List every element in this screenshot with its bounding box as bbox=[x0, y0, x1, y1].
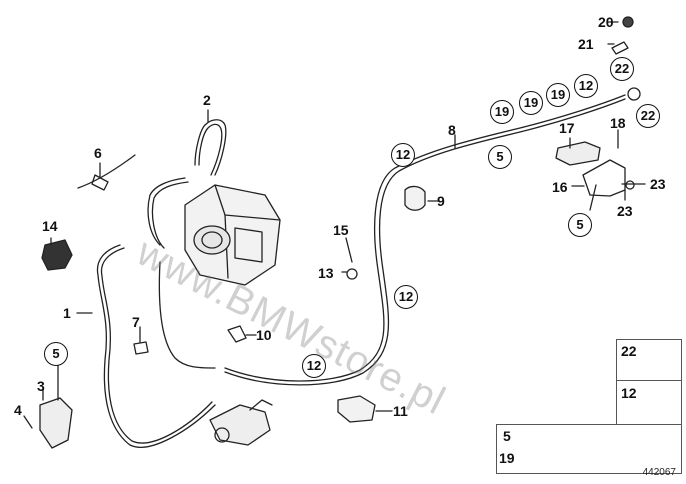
brake-line-1 bbox=[96, 244, 216, 448]
callout-23b: 23 bbox=[617, 203, 633, 219]
callout-12-circled-d: 12 bbox=[574, 74, 598, 98]
legend-tie-label-5: 5 bbox=[503, 428, 511, 444]
callout-11: 11 bbox=[393, 403, 408, 419]
callout-1: 1 bbox=[63, 305, 71, 321]
holder-14 bbox=[41, 239, 73, 271]
brake-line-2 bbox=[194, 119, 227, 176]
clip-9 bbox=[404, 185, 426, 211]
callout-23a: 23 bbox=[650, 176, 666, 192]
master-cylinder bbox=[209, 404, 271, 446]
callout-15: 15 bbox=[333, 222, 349, 238]
callout-12-circled-b: 12 bbox=[394, 285, 418, 309]
legend-box-ring bbox=[616, 339, 682, 381]
callout-10: 10 bbox=[256, 327, 272, 343]
callout-4: 4 bbox=[14, 402, 22, 418]
diagram-number: 442067 bbox=[642, 467, 676, 478]
callout-5-circled-b: 5 bbox=[488, 145, 512, 169]
callout-5-circled-a: 5 bbox=[44, 342, 68, 366]
legend-box-tie bbox=[496, 424, 682, 474]
brake-line-8 bbox=[224, 94, 626, 382]
callout-18: 18 bbox=[610, 115, 626, 131]
callout-12-circled-c: 12 bbox=[302, 354, 326, 378]
callout-2: 2 bbox=[203, 92, 211, 108]
callout-13: 13 bbox=[318, 265, 334, 281]
callout-22-circled-a: 22 bbox=[610, 57, 634, 81]
legend-box-clip bbox=[616, 380, 682, 426]
abs-unit bbox=[184, 184, 281, 286]
legend-ring-label: 22 bbox=[621, 343, 637, 359]
legend-clip-label: 12 bbox=[621, 385, 637, 401]
callout-3: 3 bbox=[37, 378, 45, 394]
callout-14: 14 bbox=[42, 218, 58, 234]
bracket-3 bbox=[39, 397, 73, 449]
callout-8: 8 bbox=[448, 122, 456, 138]
callout-19-circled-c: 19 bbox=[546, 83, 570, 107]
legend-tie-label-19: 19 bbox=[499, 450, 515, 466]
callout-20: 20 bbox=[598, 14, 614, 30]
callout-19-circled-a: 19 bbox=[490, 100, 514, 124]
callout-6: 6 bbox=[94, 145, 102, 161]
callout-12-circled-a: 12 bbox=[391, 143, 415, 167]
bracket-17 bbox=[555, 141, 601, 166]
fitting-11 bbox=[337, 395, 376, 423]
callout-21: 21 bbox=[578, 36, 594, 52]
callout-22-circled-b: 22 bbox=[636, 104, 660, 128]
callout-19-circled-b: 19 bbox=[519, 91, 543, 115]
callout-16: 16 bbox=[552, 179, 568, 195]
callout-9: 9 bbox=[437, 193, 445, 209]
callout-17: 17 bbox=[559, 120, 575, 136]
callout-7: 7 bbox=[132, 314, 140, 330]
bracket-16 bbox=[582, 159, 626, 197]
callout-5-circled-c: 5 bbox=[568, 213, 592, 237]
